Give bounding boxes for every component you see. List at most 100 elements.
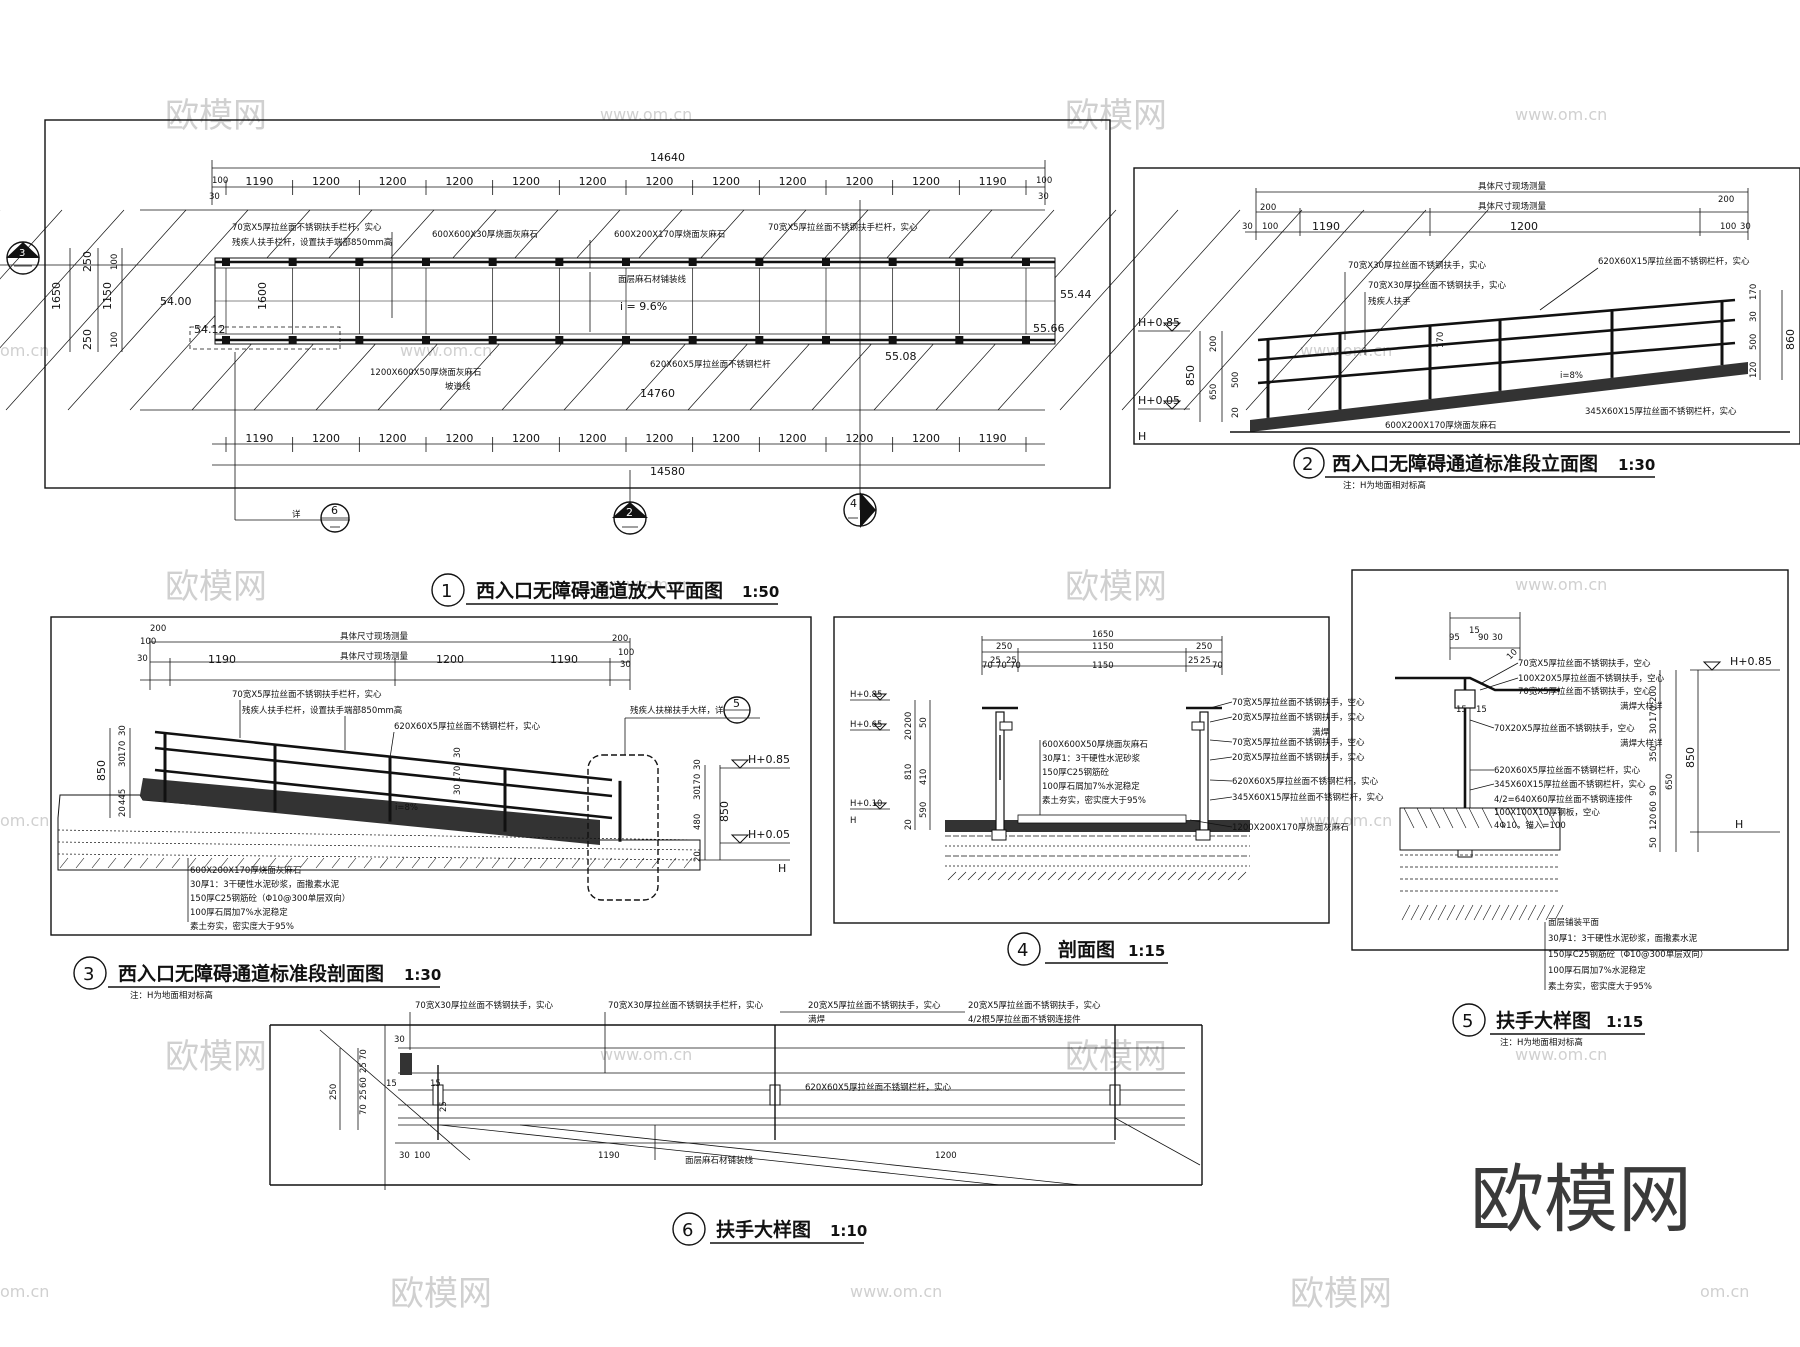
ground-layers (1400, 807, 1564, 921)
svg-text:70宽X5厚拉丝面不锈钢扶手，空心: 70宽X5厚拉丝面不锈钢扶手，空心 (1518, 658, 1651, 669)
svg-text:注：H为地面相对标高: 注：H为地面相对标高 (130, 990, 213, 1001)
svg-text:100厚石屑加7%水泥稳定: 100厚石屑加7%水泥稳定 (190, 907, 288, 918)
block-hatch (1520, 807, 1532, 829)
soil-hatch (459, 857, 469, 869)
note: 残疾人扶手 (1368, 296, 1411, 307)
soil-hatch (187, 857, 197, 869)
dim-left: 15 (1476, 705, 1487, 715)
dim-left: 70 (359, 1104, 369, 1115)
slope-label: i=8% (395, 803, 418, 813)
dim-right: 90 (1649, 785, 1659, 796)
note: 1200X600X50厚烧面灰麻石 (370, 367, 481, 378)
svg-text:20宽X5厚拉丝面不锈钢扶手，实心: 20宽X5厚拉丝面不锈钢扶手，实心 (1232, 712, 1365, 723)
note: 70宽X5厚拉丝面不锈钢扶手栏杆，实心 (232, 222, 382, 233)
block-hatch (1455, 807, 1467, 829)
dim-label: 1200 (512, 432, 540, 445)
drawing-4-title: 4 剖面图 1:15 (1007, 932, 1168, 966)
dim-top: 100 (1262, 222, 1278, 232)
hatch-line (1121, 209, 1303, 411)
note: 坡道线 (445, 381, 471, 392)
svg-text:6: 6 (682, 1220, 693, 1241)
dim-top: 25 (1200, 656, 1211, 666)
hatch-line (997, 209, 1179, 411)
svg-text:1:15: 1:15 (1606, 1013, 1643, 1031)
svg-text:150厚C25钢筋砼（Φ10@300单层双向）: 150厚C25钢筋砼（Φ10@300单层双向） (190, 893, 350, 904)
soil-hatch (427, 857, 437, 869)
dim-left: 850 (1184, 365, 1197, 386)
dim-end: 30 (209, 192, 220, 202)
drawing-5-detail: 95 15 90 30 10 H+0.85 H 200 170 30 350 8… (1351, 569, 1789, 1048)
soil-hatch (1077, 871, 1087, 881)
drawing-6-detail: 70宽X30厚拉丝面不锈钢扶手，实心 70宽X30厚拉丝面不锈钢扶手栏杆，实心 … (269, 1000, 1203, 1246)
watermark-url: www.om.cn (600, 1045, 692, 1064)
note: 4/2根5厚拉丝面不锈钢连接件 (968, 1014, 1081, 1025)
svg-text:详: 详 (292, 509, 301, 520)
dim-top: 70 (982, 661, 993, 671)
dim-top: 250 (996, 642, 1012, 652)
watermark-url: www.om.cn (400, 341, 492, 360)
dim-left: 250 (81, 251, 94, 272)
dim-label: 1200 (645, 175, 673, 188)
soil-hatch (475, 857, 485, 869)
dim-label: 1200 (845, 432, 873, 445)
note: 20宽X5厚拉丝面不锈钢扶手，实心 (968, 1000, 1101, 1011)
note: 620X60X5厚拉丝面不锈钢栏杆，实心 (394, 721, 541, 732)
dim-top: 25 (990, 656, 1001, 666)
hatch-line (0, 209, 125, 349)
dim-top: 100 (140, 637, 156, 647)
soil-hatch (1057, 871, 1067, 881)
svg-text:70宽X5厚拉丝面不锈钢扶手，空心: 70宽X5厚拉丝面不锈钢扶手，空心 (1518, 686, 1651, 697)
note: 30厚1：3干硬性水泥砂浆 (1042, 753, 1141, 764)
hatch-line (5, 209, 187, 411)
hatch-line (1307, 209, 1489, 411)
rail-post (888, 258, 897, 266)
watermark-brand: 欧模网 (165, 1037, 267, 1077)
dim-top: 1200 (1510, 220, 1538, 233)
dim-top: 70 (1010, 661, 1021, 671)
dim-top: 95 (1449, 633, 1460, 643)
dim-total-bottom: 14580 (650, 465, 685, 478)
dim-right: 120 (1749, 362, 1759, 378)
dim-top: 100 (618, 648, 634, 658)
dim-top: 1190 (1312, 220, 1340, 233)
dim-label: 1200 (579, 432, 607, 445)
soil-hatch (587, 857, 597, 869)
rail-post (422, 336, 430, 344)
watermark-url: www.om.cn (1300, 811, 1392, 830)
soil-hatch (1527, 904, 1537, 921)
svg-text:70宽X5厚拉丝面不锈钢扶手，空心: 70宽X5厚拉丝面不锈钢扶手，空心 (1232, 697, 1365, 708)
svg-text:4: 4 (1017, 940, 1028, 961)
dim-end: 100 (1036, 176, 1052, 186)
dim-right: 30 (693, 759, 703, 770)
svg-text:H: H (778, 862, 786, 875)
right-notes: 70宽X5厚拉丝面不锈钢扶手，空心 20宽X5厚拉丝面不锈钢扶手，实心 满焊 7… (1189, 697, 1384, 833)
rail-post (555, 336, 564, 344)
note: 620X60X5厚拉丝面不锈钢栏杆 (650, 359, 771, 370)
soil-hatch (571, 857, 581, 869)
soil-hatch (957, 871, 967, 881)
soil-hatch (1177, 871, 1187, 881)
dim-left: 15 (430, 1079, 441, 1089)
rail-post (555, 258, 564, 266)
note: 70宽X30厚拉丝面不锈钢扶手栏杆，实心 (608, 1000, 763, 1011)
dim-left: 250 (81, 329, 94, 350)
svg-text:345X60X15厚拉丝面不锈钢栏杆，实心: 345X60X15厚拉丝面不锈钢栏杆，实心 (1494, 779, 1646, 790)
dim-top: 200 (612, 634, 628, 644)
block-hatch (1494, 807, 1506, 829)
rail-post (1022, 336, 1030, 344)
watermark-url: www.om.cn (850, 1282, 942, 1301)
dim-top: 30 (1492, 633, 1503, 643)
block-hatch (1546, 807, 1558, 829)
soil-hatch (1007, 871, 1017, 881)
soil-hatch (1518, 904, 1528, 921)
callout-number: 5 (733, 697, 740, 710)
dim-label: 1190 (979, 175, 1007, 188)
dim-top: 200 (1718, 195, 1734, 205)
dim-left: 30 (118, 725, 128, 736)
watermark-url: www.om.cn (1515, 1045, 1607, 1064)
soil-hatch (219, 857, 229, 869)
rail-post (622, 258, 630, 266)
rail-post (488, 258, 497, 266)
